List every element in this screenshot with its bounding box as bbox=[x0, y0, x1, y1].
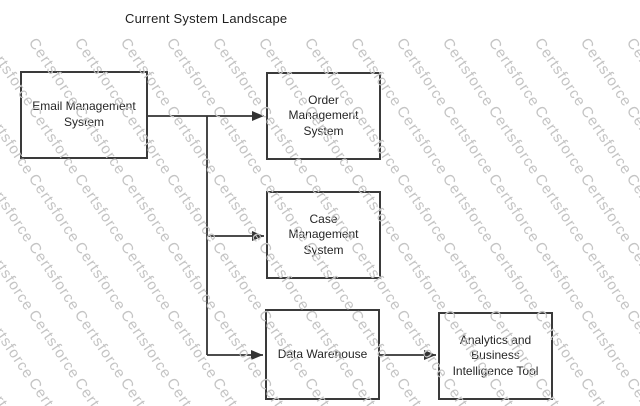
node-label-line: System bbox=[63, 115, 104, 129]
node-label-line: Management bbox=[288, 227, 359, 242]
diagram-title: Current System Landscape bbox=[125, 11, 288, 26]
node-label-line: System bbox=[303, 123, 344, 138]
edges-group bbox=[148, 111, 436, 360]
node-label-line: Case bbox=[309, 211, 338, 226]
node-label-line: Order bbox=[308, 92, 339, 107]
node-label-line: Email Management bbox=[32, 99, 136, 114]
node-label-line: Management bbox=[288, 108, 359, 123]
node-label-line: Intelligence Tool bbox=[452, 363, 539, 378]
node-label-line: System bbox=[303, 242, 344, 257]
node-label-line: Analytics and bbox=[459, 332, 532, 347]
node-label-line: Business bbox=[471, 348, 520, 363]
node-label-line: Data Warehouse bbox=[277, 346, 368, 361]
node-data-warehouse: Data Warehouse bbox=[265, 309, 380, 400]
